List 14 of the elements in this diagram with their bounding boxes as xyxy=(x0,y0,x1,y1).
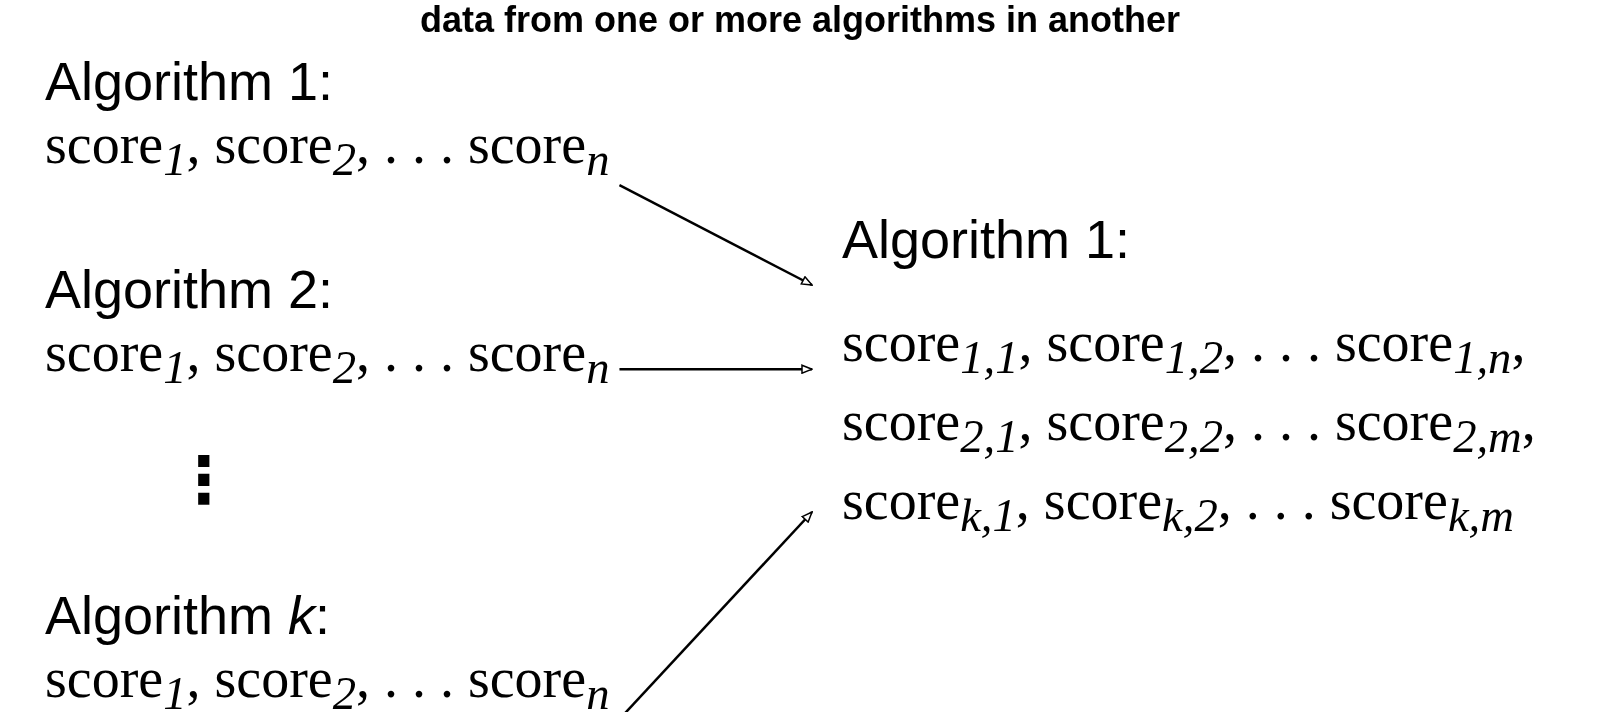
score-list: score$_{k,1}$, score$_{k,2}$, . . . score$_{k,m}$ xyxy=(842,468,1536,548)
vertical-ellipsis: ⋮ xyxy=(172,445,236,515)
algorithm-heading: Algorithm 2: xyxy=(45,258,335,320)
arrow xyxy=(619,364,813,374)
algorithm-heading: Algorithm 1: xyxy=(842,208,1132,270)
arrow xyxy=(618,184,813,287)
score-list: score$_{2,1}$, score$_{2,2}$, . . . score$_{2,m}$, xyxy=(842,389,1536,469)
score-list: score$_{1,1}$, score$_{1,2}$, . . . score$_{1,n}$, xyxy=(842,310,1536,390)
algorithm-heading: Algorithm k: xyxy=(45,584,332,646)
title: data from one or more algorithms in another xyxy=(420,0,1181,40)
score-list: score$_{1}$, score$_{2}$, . . . score$_{n}$ xyxy=(45,320,610,400)
algorithm-heading: Algorithm 1: xyxy=(45,50,335,112)
score-list: score$_{1}$, score$_{2}$, . . . score$_{n}$ xyxy=(45,112,610,192)
score-list: score$_{1}$, score$_{2}$, . . . score$_{n}$ xyxy=(45,646,610,712)
